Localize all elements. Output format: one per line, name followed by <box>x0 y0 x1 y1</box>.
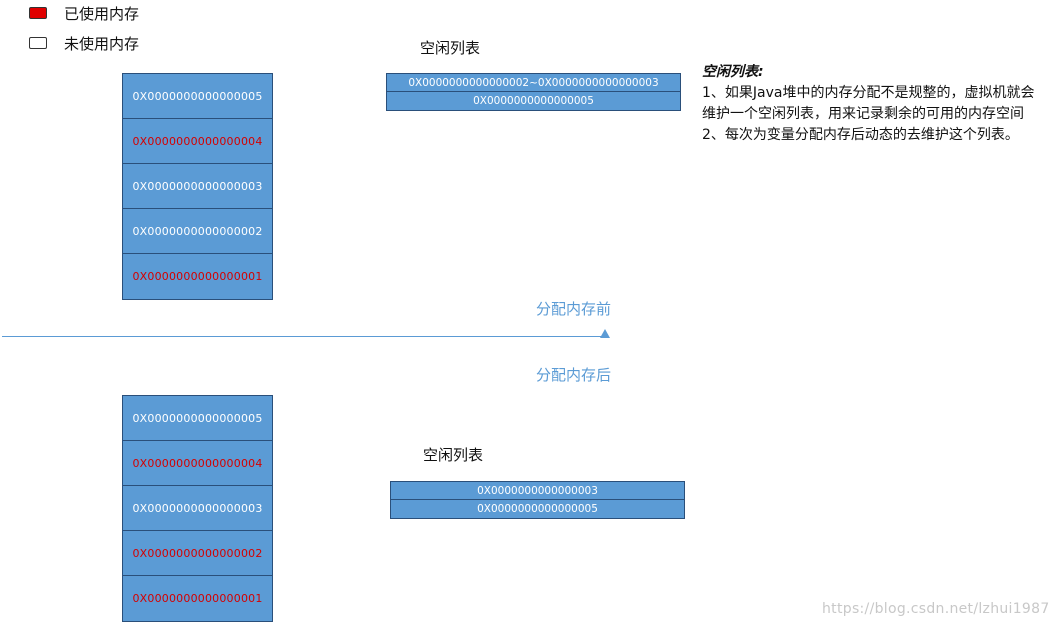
phase-divider-line <box>2 336 608 337</box>
arrow-up-icon <box>600 329 610 338</box>
phase-label-after: 分配内存后 <box>536 366 612 384</box>
unused-memory-legend-label: 未使用内存 <box>64 35 140 53</box>
memory-block: 0X0000000000000002 <box>123 531 272 576</box>
free-list-entry: 0X0000000000000005 <box>473 95 594 107</box>
free-list-entry: 0X0000000000000003 <box>391 482 684 500</box>
memory-block: 0X0000000000000001 <box>123 576 272 621</box>
free-list-title-after: 空闲列表 <box>423 446 484 464</box>
notes-panel: 空闲列表: 1、如果Java堆中的内存分配不是规整的，虚拟机就会维护一个空闲列表… <box>702 62 1042 146</box>
phase-label-before: 分配内存前 <box>536 300 612 318</box>
free-list-after: 0X0000000000000003 0X0000000000000005 <box>390 481 685 519</box>
notes-line-2: 2、每次为变量分配内存后动态的去维护这个列表。 <box>702 127 1019 143</box>
memory-block: 0X0000000000000002 <box>123 209 272 254</box>
memory-block: 0X0000000000000003 <box>123 164 272 209</box>
watermark: https://blog.csdn.net/lzhui1987 <box>822 601 1049 617</box>
notes-title: 空闲列表: <box>702 64 764 80</box>
free-list-title-before: 空闲列表 <box>420 39 481 57</box>
unused-memory-swatch <box>29 37 47 49</box>
used-memory-swatch <box>29 7 47 19</box>
notes-line-1: 1、如果Java堆中的内存分配不是规整的，虚拟机就会维护一个空闲列表，用来记录剩… <box>702 85 1035 122</box>
memory-block: 0X0000000000000004 <box>123 441 272 486</box>
free-list-before: 0X0000000000000002~0X0000000000000003 0X0… <box>386 73 681 111</box>
used-memory-legend-label: 已使用内存 <box>64 5 140 23</box>
memory-block: 0X0000000000000005 <box>123 74 272 119</box>
memory-block: 0X0000000000000005 <box>123 396 272 441</box>
memory-block: 0X0000000000000004 <box>123 119 272 164</box>
memory-block: 0X0000000000000003 <box>123 486 272 531</box>
free-list-entry: 0X0000000000000005 <box>477 503 598 515</box>
memory-block: 0X0000000000000001 <box>123 254 272 299</box>
free-list-entry: 0X0000000000000002~0X0000000000000003 <box>387 74 680 92</box>
